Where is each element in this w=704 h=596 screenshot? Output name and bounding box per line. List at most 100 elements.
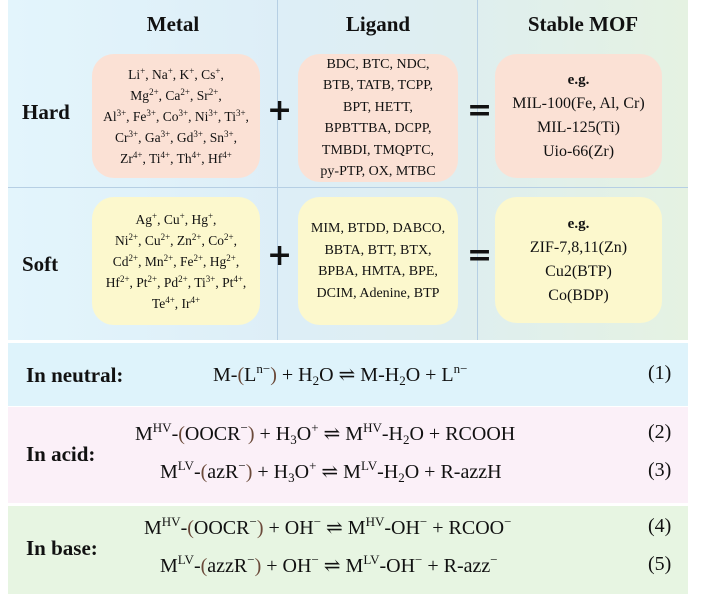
metal-ion-line: Li+, Na+, K+, Cs+, <box>128 65 224 82</box>
metal-ion: Co2+ <box>208 231 234 248</box>
metal-ion-line: Ag+, Cu+, Hg+, <box>135 210 217 227</box>
metal-ion: Zn2+ <box>176 231 202 248</box>
metal-ion: Cu2+ <box>144 231 171 248</box>
metal-ion: Pt4+ <box>222 273 243 290</box>
metal-ion: Hf4+ <box>207 149 232 166</box>
equals-operator: = <box>467 93 493 128</box>
mof-eg-label: e.g. <box>567 216 590 232</box>
ligand-line: BTB, TATB, TCPP, <box>322 78 433 93</box>
soft-mof-box: e.g. ZIF-7,8,11(Zn) Cu2(BTP) Co(BDP) <box>495 197 662 323</box>
hard-mof-box: e.g. MIL-100(Fe, Al, Cr) MIL-125(Ti) Uio-6… <box>495 54 662 178</box>
ligand-line: BDC, BTC, NDC, <box>326 56 430 72</box>
metal-ion: Te4+ <box>151 294 175 311</box>
mof-eg-label: e.g. <box>567 72 590 88</box>
column-divider <box>477 0 478 340</box>
metal-ion: Fe2+ <box>179 252 204 269</box>
equation-5: MLV-(azzR−) + OH− ⇌ MLV-OH− + R-azz− <box>160 552 498 577</box>
metal-ion: Cr3+ <box>115 128 139 145</box>
metal-ion: Na+ <box>151 65 173 82</box>
header-stable-mof: Stable MOF <box>527 12 639 36</box>
metal-ion: Cu+ <box>163 210 185 227</box>
hard-metal-box: Li+, Na+, K+, Cs+, Mg2+, Ca2+, Sr2+, Al3… <box>92 54 260 178</box>
row-divider <box>8 187 688 188</box>
ligand-line: py-PTP, OX, MTBC <box>320 164 436 179</box>
equals-operator: = <box>467 238 493 273</box>
hsab-classification-table: Metal Ligand Stable MOF Hard Soft Li+, N… <box>8 0 688 340</box>
soft-ligand-list: MIM, BTDD, DABCO, BBTA, BTT, BTX, BPBA, HM… <box>311 218 445 304</box>
equation-number-3: (3) <box>648 459 672 481</box>
row-label-soft: Soft <box>22 252 59 276</box>
mof-example: MIL-125(Ti) <box>537 119 620 136</box>
equation-number-1: (1) <box>648 362 672 384</box>
metal-ion: Pt2+ <box>136 273 158 290</box>
base-label: In base: <box>26 536 98 560</box>
equation-number-4: (4) <box>648 515 672 537</box>
metal-ion: Ni3+ <box>194 107 218 124</box>
hard-ligand-list: BDC, BTC, NDC, BTB, TATB, TCPP, BPT, HETT,… <box>320 54 435 183</box>
neutral-condition-panel: In neutral: M-(Ln−) + H2O ⇌ M-H2O + Ln− … <box>8 343 688 406</box>
equation-3: MLV-(azR−) + H3O+ ⇌ MLV-H2O + R-azzH <box>160 458 502 485</box>
soft-mof-list: ZIF-7,8,11(Zn) Cu2(BTP) Co(BDP) <box>530 236 627 308</box>
ligand-line: TMBDI, TMQPTC, <box>321 142 435 158</box>
mof-example: Co(BDP) <box>548 287 609 304</box>
metal-ion: Ti3+ <box>224 107 246 124</box>
plus-operator: + <box>267 238 293 273</box>
neutral-label: In neutral: <box>26 363 124 387</box>
metal-ion: Cd2+ <box>112 252 139 269</box>
metal-ion-line: Hf2+, Pt2+, Pd2+, Ti3+, Pt4+, <box>105 273 247 290</box>
ligand-line: BPBTTBA, DCPP, <box>324 121 432 136</box>
plus-operator: + <box>267 93 293 128</box>
metal-ion: Gd3+ <box>176 128 203 145</box>
ligand-line: BBTA, BTT, BTX, <box>324 242 432 258</box>
metal-ion-line: Cr3+, Ga3+, Gd3+, Sn3+, <box>115 128 237 145</box>
soft-metal-box: Ag+, Cu+, Hg+, Ni2+, Cu2+, Zn2+, Co2+, C… <box>92 197 260 325</box>
header-ligand: Ligand <box>345 12 411 36</box>
metal-ion: Co3+ <box>162 107 189 124</box>
ligand-line: BPBA, HMTA, BPE, <box>318 264 438 279</box>
metal-ion-line: Zr4+, Ti4+, Th4+, Hf4+ <box>120 149 232 166</box>
metal-ion-line: Te4+, Ir4+ <box>151 294 201 311</box>
mof-example: Cu2(BTP) <box>545 263 612 280</box>
ligand-line: BPT, HETT, <box>343 99 413 115</box>
mof-example: MIL-100(Fe, Al, Cr) <box>512 95 645 112</box>
metal-ion: Ti4+ <box>149 149 171 166</box>
hard-mof-list: MIL-100(Fe, Al, Cr) MIL-125(Ti) Uio-66(Zr) <box>512 92 644 164</box>
metal-ion: Sn3+ <box>209 128 234 145</box>
metal-ion: Al3+ <box>103 107 127 124</box>
ligand-line: MIM, BTDD, DABCO, <box>310 221 446 236</box>
hard-metal-list: Li+, Na+, K+, Cs+, Mg2+, Ca2+, Sr2+, Al3… <box>103 64 249 169</box>
metal-ion: K+ <box>179 65 195 82</box>
equation-1: M-(Ln−) + H2O ⇌ M-H2O + Ln− <box>213 361 468 388</box>
equation-number-2: (2) <box>648 421 672 443</box>
metal-ion: Ir4+ <box>181 294 201 311</box>
hard-ligand-box: BDC, BTC, NDC, BTB, TATB, TCPP, BPT, HETT,… <box>298 54 458 182</box>
mof-example: ZIF-7,8,11(Zn) <box>529 239 628 256</box>
metal-ion: Hg+ <box>191 210 214 227</box>
metal-ion-line: Al3+, Fe3+, Co3+, Ni3+, Ti3+, <box>103 107 249 124</box>
column-divider <box>277 0 278 340</box>
metal-ion: Ga3+ <box>144 128 171 145</box>
metal-ion: Ni2+ <box>115 231 139 248</box>
mof-example: Uio-66(Zr) <box>542 143 615 160</box>
metal-ion: Ti3+ <box>194 273 216 290</box>
metal-ion: Ca2+ <box>165 86 190 103</box>
metal-ion: Sr2+ <box>196 86 219 103</box>
metal-ion: Li+ <box>128 65 146 82</box>
metal-ion-line: Mg2+, Ca2+, Sr2+, <box>130 86 222 103</box>
metal-ion: Hf2+ <box>105 273 130 290</box>
metal-ion: Hg2+ <box>209 252 236 269</box>
header-metal: Metal <box>146 12 200 36</box>
metal-ion-line: Ni2+, Cu2+, Zn2+, Co2+, <box>115 231 237 248</box>
row-label-hard: Hard <box>22 100 70 124</box>
equation-2: MHV-(OOCR−) + H3O+ ⇌ MHV-H2O + RCOOH <box>135 420 516 447</box>
metal-ion: Cs+ <box>201 65 221 82</box>
soft-ligand-box: MIM, BTDD, DABCO, BBTA, BTT, BTX, BPBA, HM… <box>298 197 458 325</box>
metal-ion: Pd2+ <box>163 273 188 290</box>
base-condition-panel: In base: MHV-(OOCR−) + OH− ⇌ MHV-OH− + R… <box>8 506 688 594</box>
metal-ion: Th4+ <box>176 149 202 166</box>
metal-ion: Mg2+ <box>130 86 159 103</box>
equation-number-5: (5) <box>648 553 672 575</box>
metal-ion: Ag+ <box>135 210 158 227</box>
metal-ion: Fe3+ <box>132 107 156 124</box>
acid-label: In acid: <box>26 442 96 466</box>
